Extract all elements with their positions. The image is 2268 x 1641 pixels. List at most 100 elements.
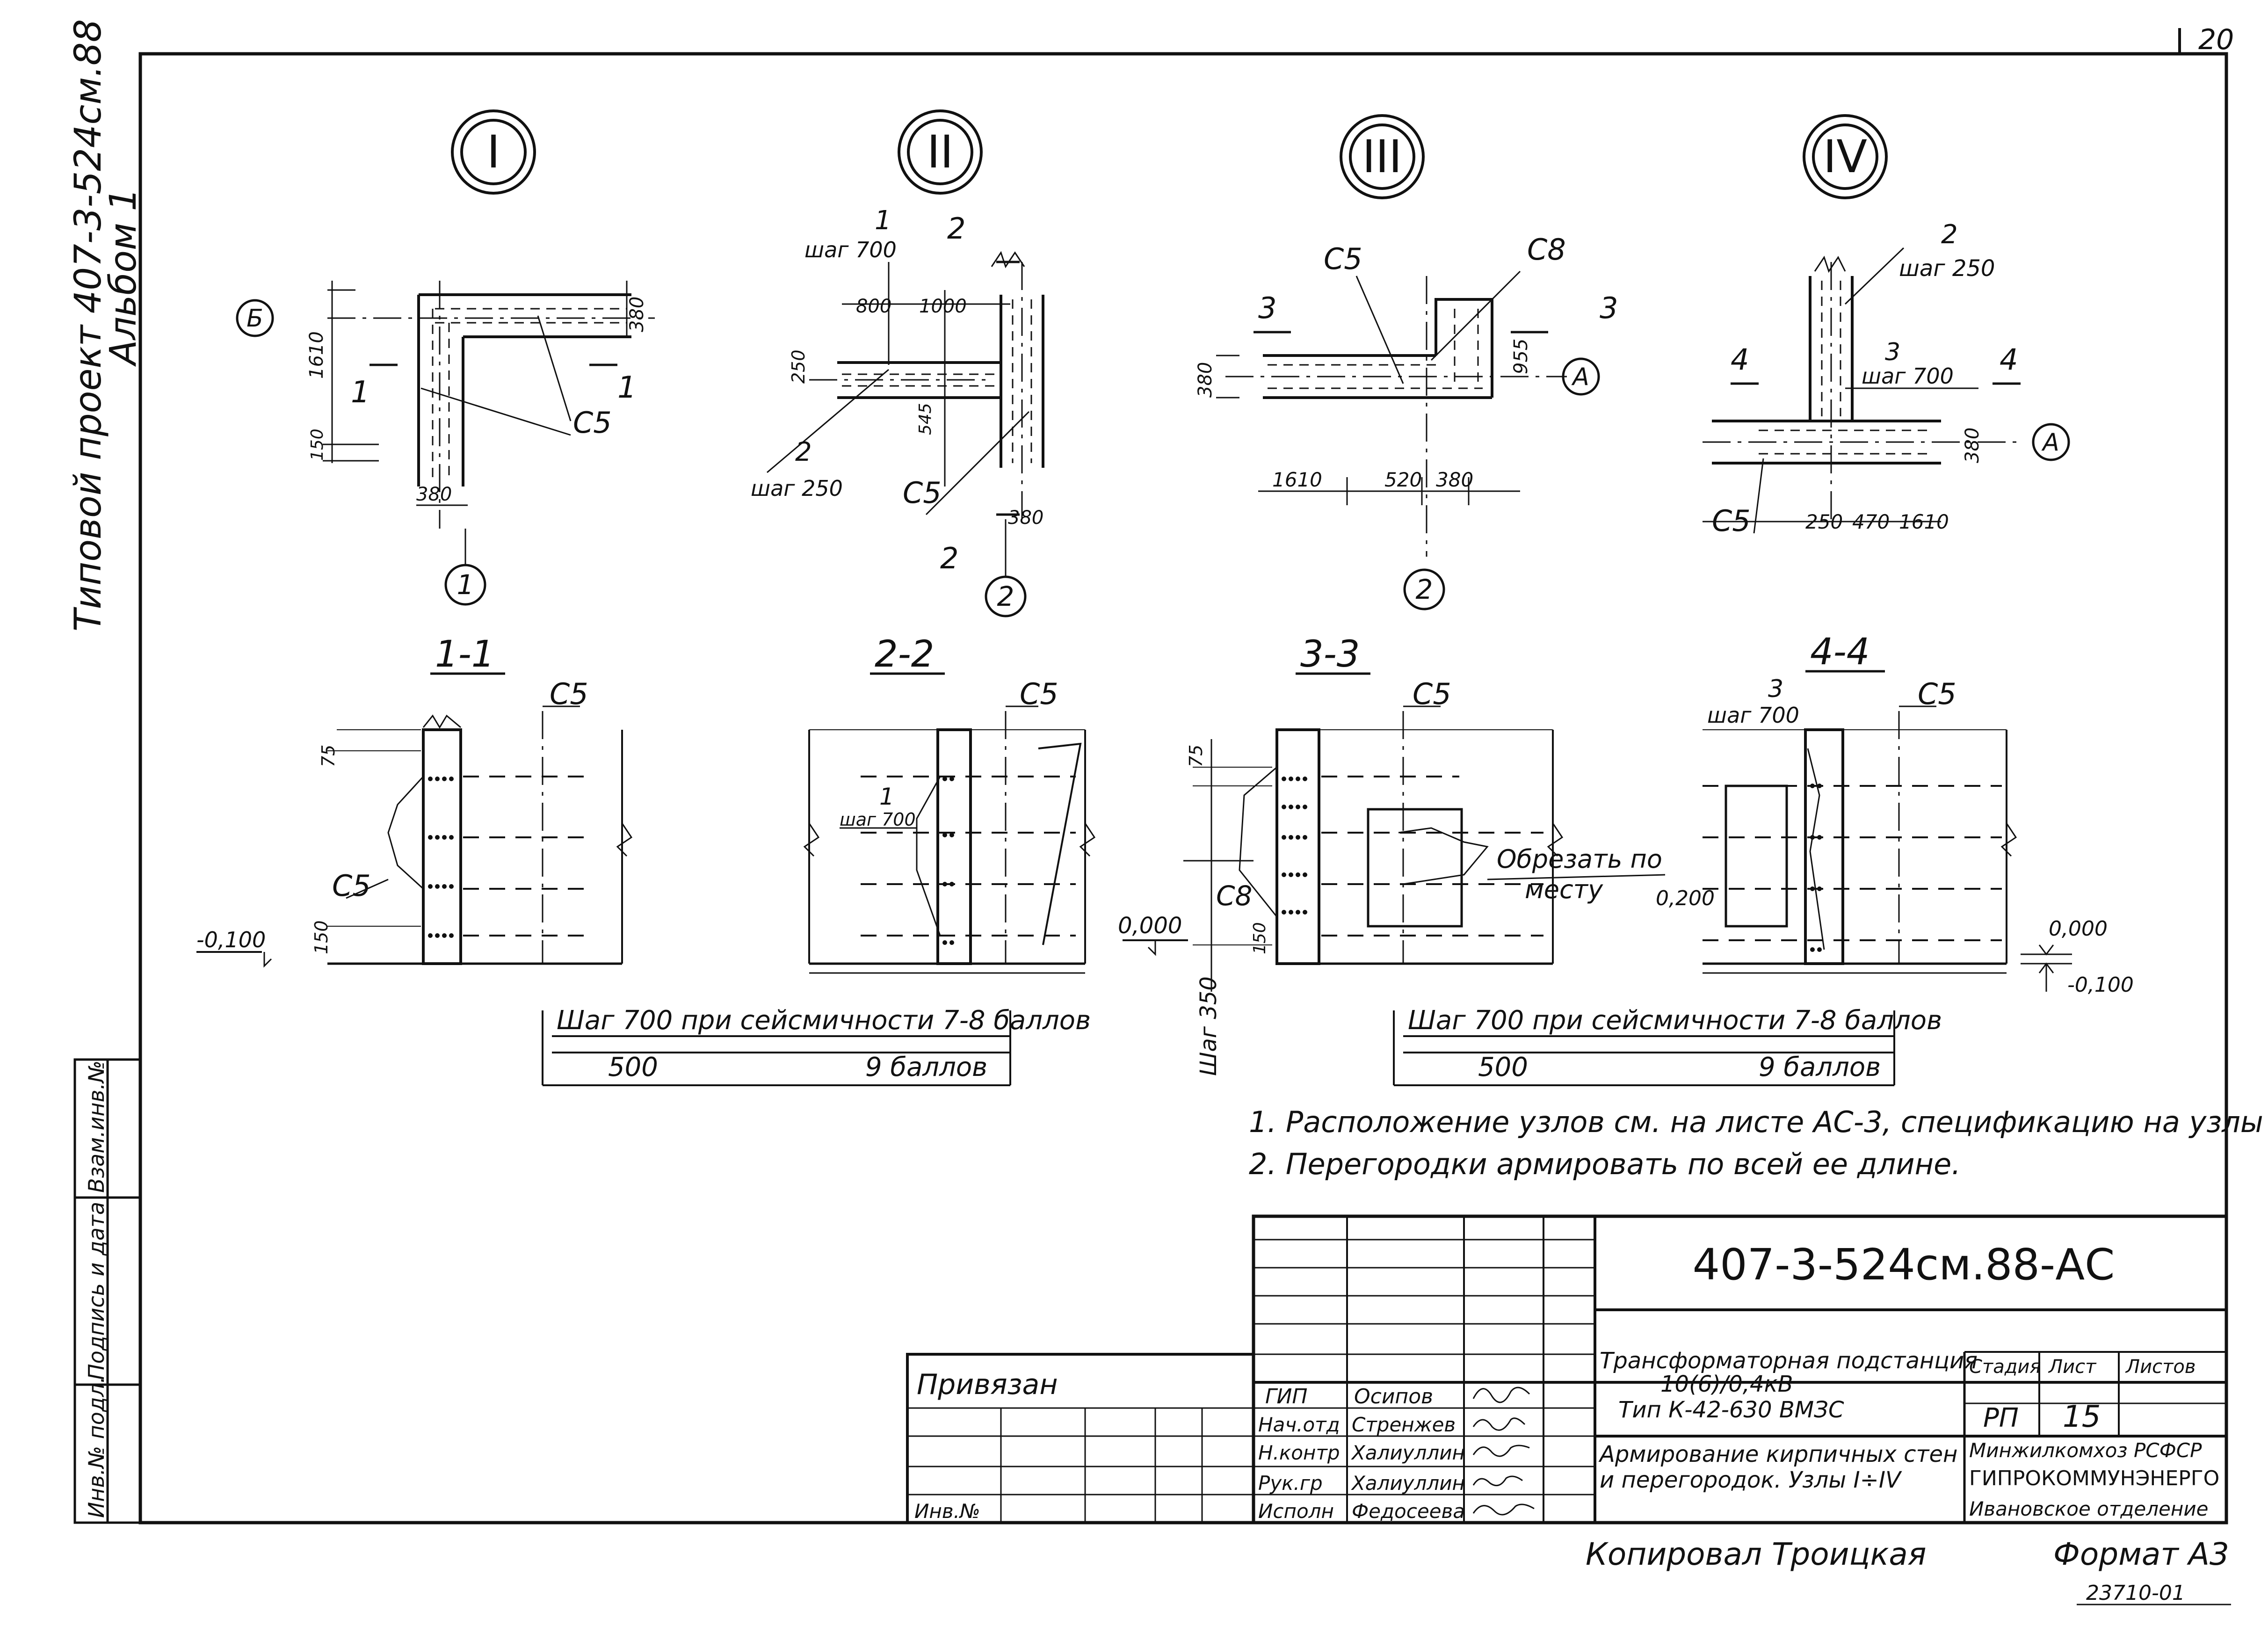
node-numeral-2: II (927, 126, 954, 178)
node-3-mark-right: С8 (1527, 232, 1566, 267)
section-3-mark2: С8 (1216, 880, 1252, 912)
sheet-title-line-1: Армирование кирпичных стен (1598, 1441, 1957, 1467)
section-4-drawing (1703, 705, 2072, 992)
format: Формат А3 (2053, 1536, 2229, 1572)
object-line-1: Трансформаторная подстанция (1600, 1348, 1978, 1374)
node-4-axis-letter: А (2041, 428, 2059, 457)
section-1-mark2: С5 (332, 869, 371, 903)
section-2-dots (942, 777, 954, 945)
node-4-step-mid: шаг 700 (1862, 363, 1954, 389)
node-4-dim-1610: 1610 (1899, 510, 1949, 533)
section-4-level-a: 0,000 (2049, 917, 2108, 941)
signatures (1472, 1387, 1535, 1516)
role-3: Н.контр (1258, 1441, 1340, 1464)
node-numerals (451, 109, 1888, 199)
role-5-name: Федосеева (1352, 1500, 1465, 1523)
section-1-dots (428, 777, 454, 938)
sheet-value: 15 (2063, 1400, 2101, 1434)
node-2-mark: С5 (903, 476, 942, 510)
node-2-dim-545: 545 (916, 403, 935, 435)
node-3-section-left: 3 (1258, 291, 1276, 325)
role-4: Рук.гр (1258, 1472, 1323, 1495)
section-3-level2: 0,200 (1656, 886, 1715, 910)
node-1-dim-1610: 1610 (306, 331, 327, 379)
title-block-grid (906, 1214, 2228, 1525)
node-3-axis-number: 2 (1416, 574, 1433, 605)
section-4-mark2: 3 (1768, 675, 1783, 703)
node-1-mark: С5 (573, 406, 612, 440)
node-4-dim-250: 250 (1805, 510, 1843, 533)
node-4-mark: С5 (1712, 504, 1751, 538)
side-subtitle: Альбом 1 (102, 188, 145, 367)
object-line-3: Тип К-42-630 ВМЗС (1618, 1397, 1844, 1423)
section-4-mark: С5 (1918, 677, 1956, 711)
node-2-axis-number: 2 (997, 581, 1014, 612)
section-3-title: 3-3 (1300, 633, 1360, 675)
node-2-section-bottom: 2 (940, 541, 958, 575)
section-3-dots (1282, 777, 1307, 915)
note-1: 1. Расположение узлов см. на листе АС-3,… (1249, 1105, 2268, 1139)
section-2-title: 2-2 (875, 633, 934, 675)
sheets-label: Листов (2125, 1356, 2196, 1378)
step-table-2-right: 9 баллов (1759, 1052, 1881, 1082)
title-block-inv: Инв.№ (914, 1500, 980, 1523)
step-table-2-left: 500 (1478, 1052, 1528, 1082)
node-4-plan (1703, 247, 2070, 534)
node-2-mark-top: 1 (875, 205, 891, 236)
section-4-title: 4-4 (1810, 631, 1869, 673)
step-table-1-left: 500 (608, 1052, 658, 1082)
stage-value: РП (1983, 1403, 2019, 1433)
node-3-dim-380: 380 (1195, 362, 1216, 398)
node-1-dim-380-v: 380 (626, 297, 648, 332)
node-4-mark-top: 2 (1941, 219, 1958, 250)
node-2-step-top: шаг 700 (804, 237, 897, 262)
node-3-section-right: 3 (1600, 291, 1618, 325)
step-table-2 (1393, 1010, 1895, 1086)
org-line-1: Минжилкомхоз РСФСР (1969, 1439, 2202, 1462)
section-1-dim-bot: 150 (311, 920, 332, 954)
node-2-step-bottom: шаг 250 (751, 476, 843, 501)
role-4-name: Халиуллин (1351, 1472, 1465, 1495)
node-numeral-4: IV (1823, 131, 1867, 183)
sheet-frame (138, 28, 2228, 1525)
node-1-plan (236, 281, 655, 606)
note-2: 2. Перегородки армировать по всей ее дли… (1249, 1147, 1961, 1181)
section-3-mark: С5 (1413, 677, 1451, 711)
title-block-code: 407-3-524см.88-АС (1693, 1240, 2115, 1290)
node-4-section-left: 4 (1731, 342, 1749, 377)
section-2-mark2: 1 (879, 783, 894, 810)
step-table-2-row1: Шаг 700 при сейсмичности 7-8 баллов (1408, 1005, 1942, 1036)
node-2-dim-380: 380 (1008, 507, 1043, 529)
role-2-name: Стренжев (1352, 1413, 1456, 1436)
section-1-dim-top: 75 (318, 745, 339, 767)
side-title-line1: Типовой проект 407-3-524см.88 (67, 19, 109, 632)
section-3-dim-bot: 150 (1250, 922, 1269, 954)
node-4-section-right: 4 (2000, 342, 2018, 377)
section-3-level: 0,000 (1118, 913, 1182, 939)
step-table-1-right: 9 баллов (865, 1052, 987, 1082)
node-2-mark-bottom: 2 (795, 437, 812, 467)
node-1-axis-number: 1 (457, 569, 474, 601)
side-title: Типовой проект 407-3-524см.88 (67, 19, 109, 632)
section-1-mark: С5 (550, 677, 588, 711)
title-block-bound: Привязан (917, 1368, 1058, 1401)
node-1-dim-380-h: 380 (416, 484, 452, 505)
node-3-dim-520: 520 (1384, 468, 1422, 491)
node-numeral-1: I (487, 126, 500, 178)
role-1: ГИП (1265, 1385, 1308, 1409)
sheet-title-line-2: и перегородок. Узлы I÷IV (1600, 1467, 1902, 1493)
node-4-dim-470: 470 (1852, 510, 1890, 533)
section-3-step: Шаг 350 (1196, 976, 1222, 1076)
node-2-dim-250: 250 (788, 349, 809, 384)
section-4-step: шаг 700 (1707, 703, 1799, 728)
node-3-plan (1216, 270, 1600, 610)
copied-by: Копировал Троицкая (1586, 1536, 1926, 1572)
section-3-dim-top: 75 (1186, 745, 1206, 767)
role-1-name: Осипов (1354, 1385, 1433, 1409)
section-3-drawing (1123, 705, 1666, 992)
left-strip (73, 1058, 142, 1524)
node-1-axis-letter: Б (246, 305, 263, 333)
strip-cell-2: Подпись и дата (84, 1202, 109, 1380)
node-1-dim-150: 150 (308, 428, 327, 461)
corner-mark: 20 (2198, 23, 2234, 56)
